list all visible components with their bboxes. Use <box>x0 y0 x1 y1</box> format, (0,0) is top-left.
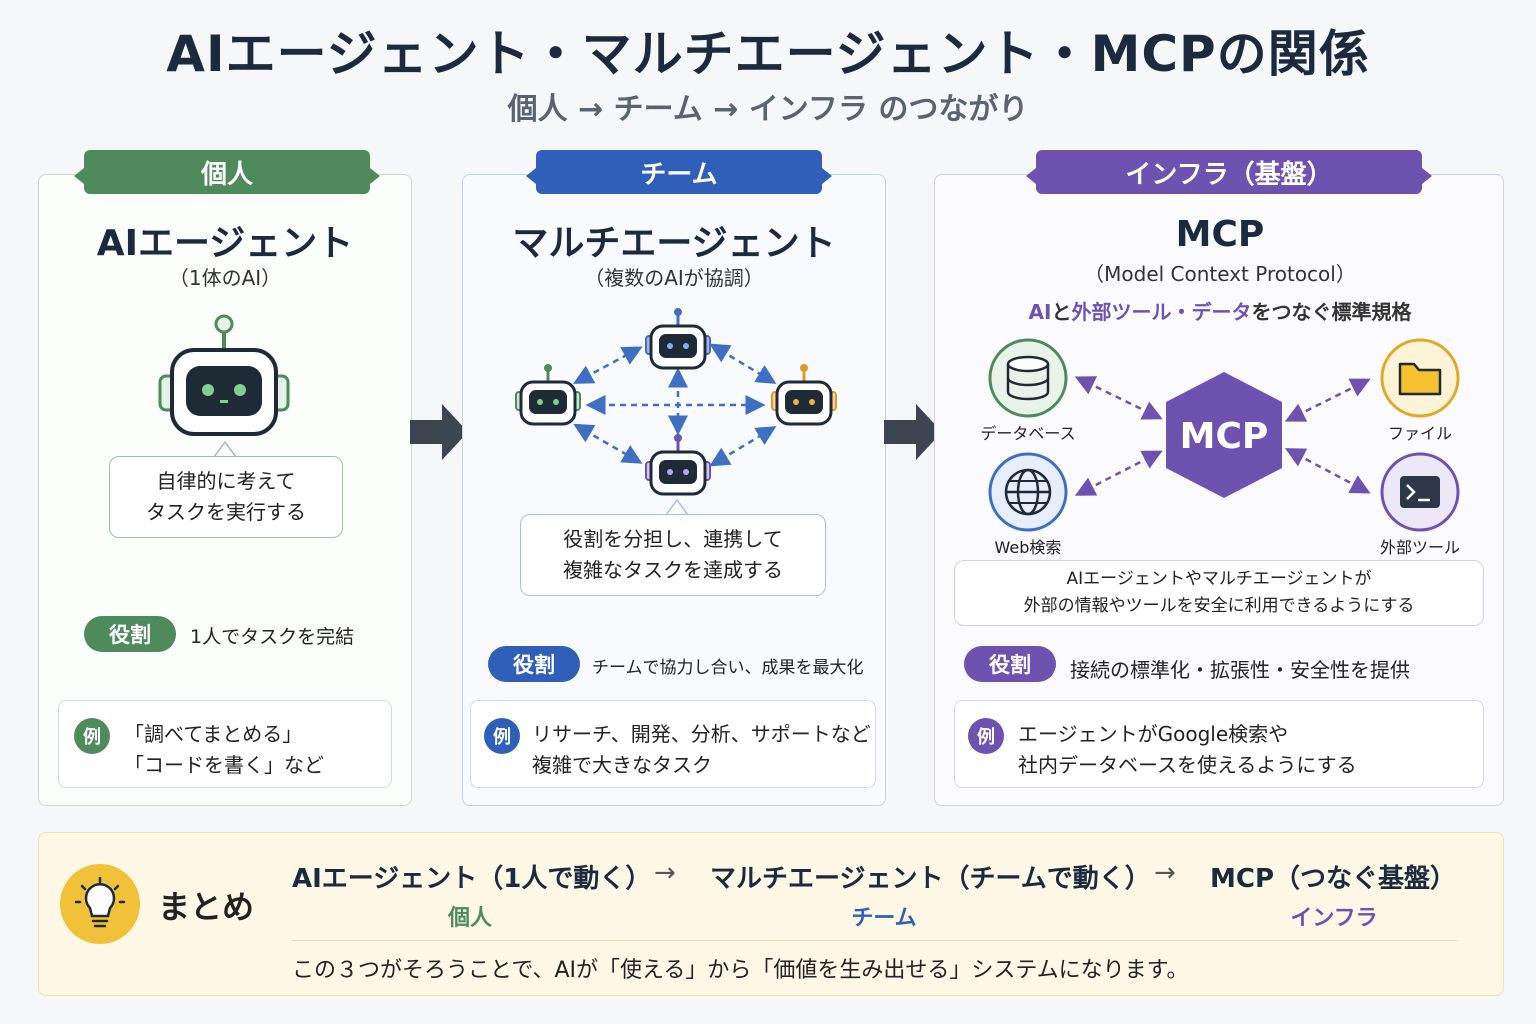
summary-item-mcp: MCP（つなぐ基盤） <box>1210 864 1457 894</box>
tab-individual: 個人 <box>74 150 380 194</box>
multi-agent-title: マルチエージェント <box>512 223 836 264</box>
tab-infra: インフラ（基盤） <box>1026 150 1432 194</box>
ai-agent-bubble: 自律的に考えて タスクを実行する <box>109 456 343 538</box>
mcp-title: MCP <box>1175 214 1265 255</box>
bubble-line-2: 複雑なタスクを達成する <box>563 558 783 582</box>
ai-agent-title: AIエージェント <box>96 223 354 264</box>
bubble-line-2: タスクを実行する <box>146 500 306 524</box>
role-text-multi-agent: チームで協力し合い、成果を最大化 <box>592 658 864 678</box>
role-pill-multi-agent: 役割 <box>488 646 580 682</box>
summary-footer: この３つがそろうことで、AIが「使える」から「価値を生み出せる」システムになりま… <box>292 958 1189 983</box>
multi-agent-bubble: 役割を分担し、連携して 複雑なタスクを達成する <box>520 514 826 596</box>
multi-agent-subtitle: （複数のAIが協調） <box>584 266 764 290</box>
mcp-hub-label: MCP <box>1180 416 1269 457</box>
database-label: データベース <box>980 424 1076 443</box>
summary-item-ai-agent: AIエージェント（1人で動く） <box>292 864 652 894</box>
summary-arrow: → <box>1154 858 1176 888</box>
mcp-hub-diagram: MCP <box>988 338 1460 532</box>
bubble-line-1: 役割を分担し、連携して <box>563 527 783 551</box>
summary-label: まとめ <box>158 888 255 926</box>
example-line-2: 社内データベースを使えるようにする <box>1018 753 1357 777</box>
ai-agent-subtitle: （1体のAI） <box>168 266 282 290</box>
robot-left-icon <box>515 364 581 426</box>
note-line-1: AIエージェントやマルチエージェントが <box>1066 569 1372 589</box>
role-text-ai-agent: 1人でタスクを完結 <box>190 626 355 648</box>
example-box-ai-agent <box>58 700 392 788</box>
folder-icon <box>1380 338 1460 418</box>
summary-box <box>38 832 1504 996</box>
example-line-2: 複雑で大きなタスク <box>532 753 712 777</box>
robot-icon <box>158 314 290 436</box>
example-box-mcp <box>954 700 1484 788</box>
robot-bottom-icon <box>645 434 711 496</box>
desc-part-standard: をつなぐ標準規格 <box>1251 300 1412 324</box>
page-subtitle: 個人 → チーム → インフラ のつながり <box>507 92 1029 127</box>
mcp-subtitle: （Model Context Protocol） <box>1084 262 1356 286</box>
bubble-line-1: 自律的に考えて <box>156 469 296 493</box>
example-line-1: リサーチ、開発、分析、サポートなど <box>532 722 871 746</box>
example-line-1: 「調べてまとめる」 <box>124 722 303 746</box>
example-box-multi-agent <box>470 700 876 788</box>
desc-part-and: と <box>1051 300 1072 324</box>
example-badge-mcp: 例 <box>968 718 1004 754</box>
robot-right-icon <box>771 364 837 426</box>
tab-team: チーム <box>526 150 832 194</box>
mcp-note: AIエージェントやマルチエージェントが 外部の情報やツールを安全に利用できるよう… <box>954 560 1484 626</box>
terminal-icon <box>1380 452 1460 532</box>
summary-divider <box>292 940 1458 941</box>
role-text-mcp: 接続の標準化・拡張性・安全性を提供 <box>1070 658 1410 682</box>
summary-arrow: → <box>654 858 676 888</box>
external-tool-label: 外部ツール <box>1379 538 1460 557</box>
globe-icon <box>988 452 1068 532</box>
summary-tag-individual: 個人 <box>447 906 492 931</box>
page-title: AIエージェント・マルチエージェント・MCPの関係 <box>166 25 1370 83</box>
mcp-hexagon-icon <box>1166 372 1282 498</box>
arrow-right-icon <box>884 404 942 460</box>
file-label: ファイル <box>1387 424 1452 443</box>
robot-top-icon <box>645 308 711 370</box>
summary-tag-infra: インフラ <box>1290 906 1378 931</box>
desc-part-tools: 外部ツール・データ <box>1071 300 1252 324</box>
example-line-2: 「コードを書く」など <box>124 753 324 777</box>
example-badge-ai-agent: 例 <box>74 718 110 754</box>
role-pill-ai-agent: 役割 <box>84 616 176 652</box>
desc-part-ai: AI <box>1028 300 1052 324</box>
summary-item-multi-agent: マルチエージェント（チームで動く） <box>710 864 1151 894</box>
database-icon <box>988 338 1068 418</box>
mcp-description: AIと外部ツール・データをつなぐ標準規格 <box>936 296 1504 325</box>
arrow-right-icon <box>410 404 468 460</box>
role-pill-mcp: 役割 <box>964 646 1056 682</box>
example-badge-multi-agent: 例 <box>484 718 520 754</box>
lightbulb-icon <box>60 864 140 944</box>
note-line-2: 外部の情報やツールを安全に利用できるようにする <box>1023 596 1415 616</box>
multi-agent-network <box>515 308 837 496</box>
web-search-label: Web検索 <box>994 538 1062 557</box>
summary-tag-team: チーム <box>851 906 917 931</box>
example-line-1: エージェントがGoogle検索や <box>1018 722 1289 746</box>
